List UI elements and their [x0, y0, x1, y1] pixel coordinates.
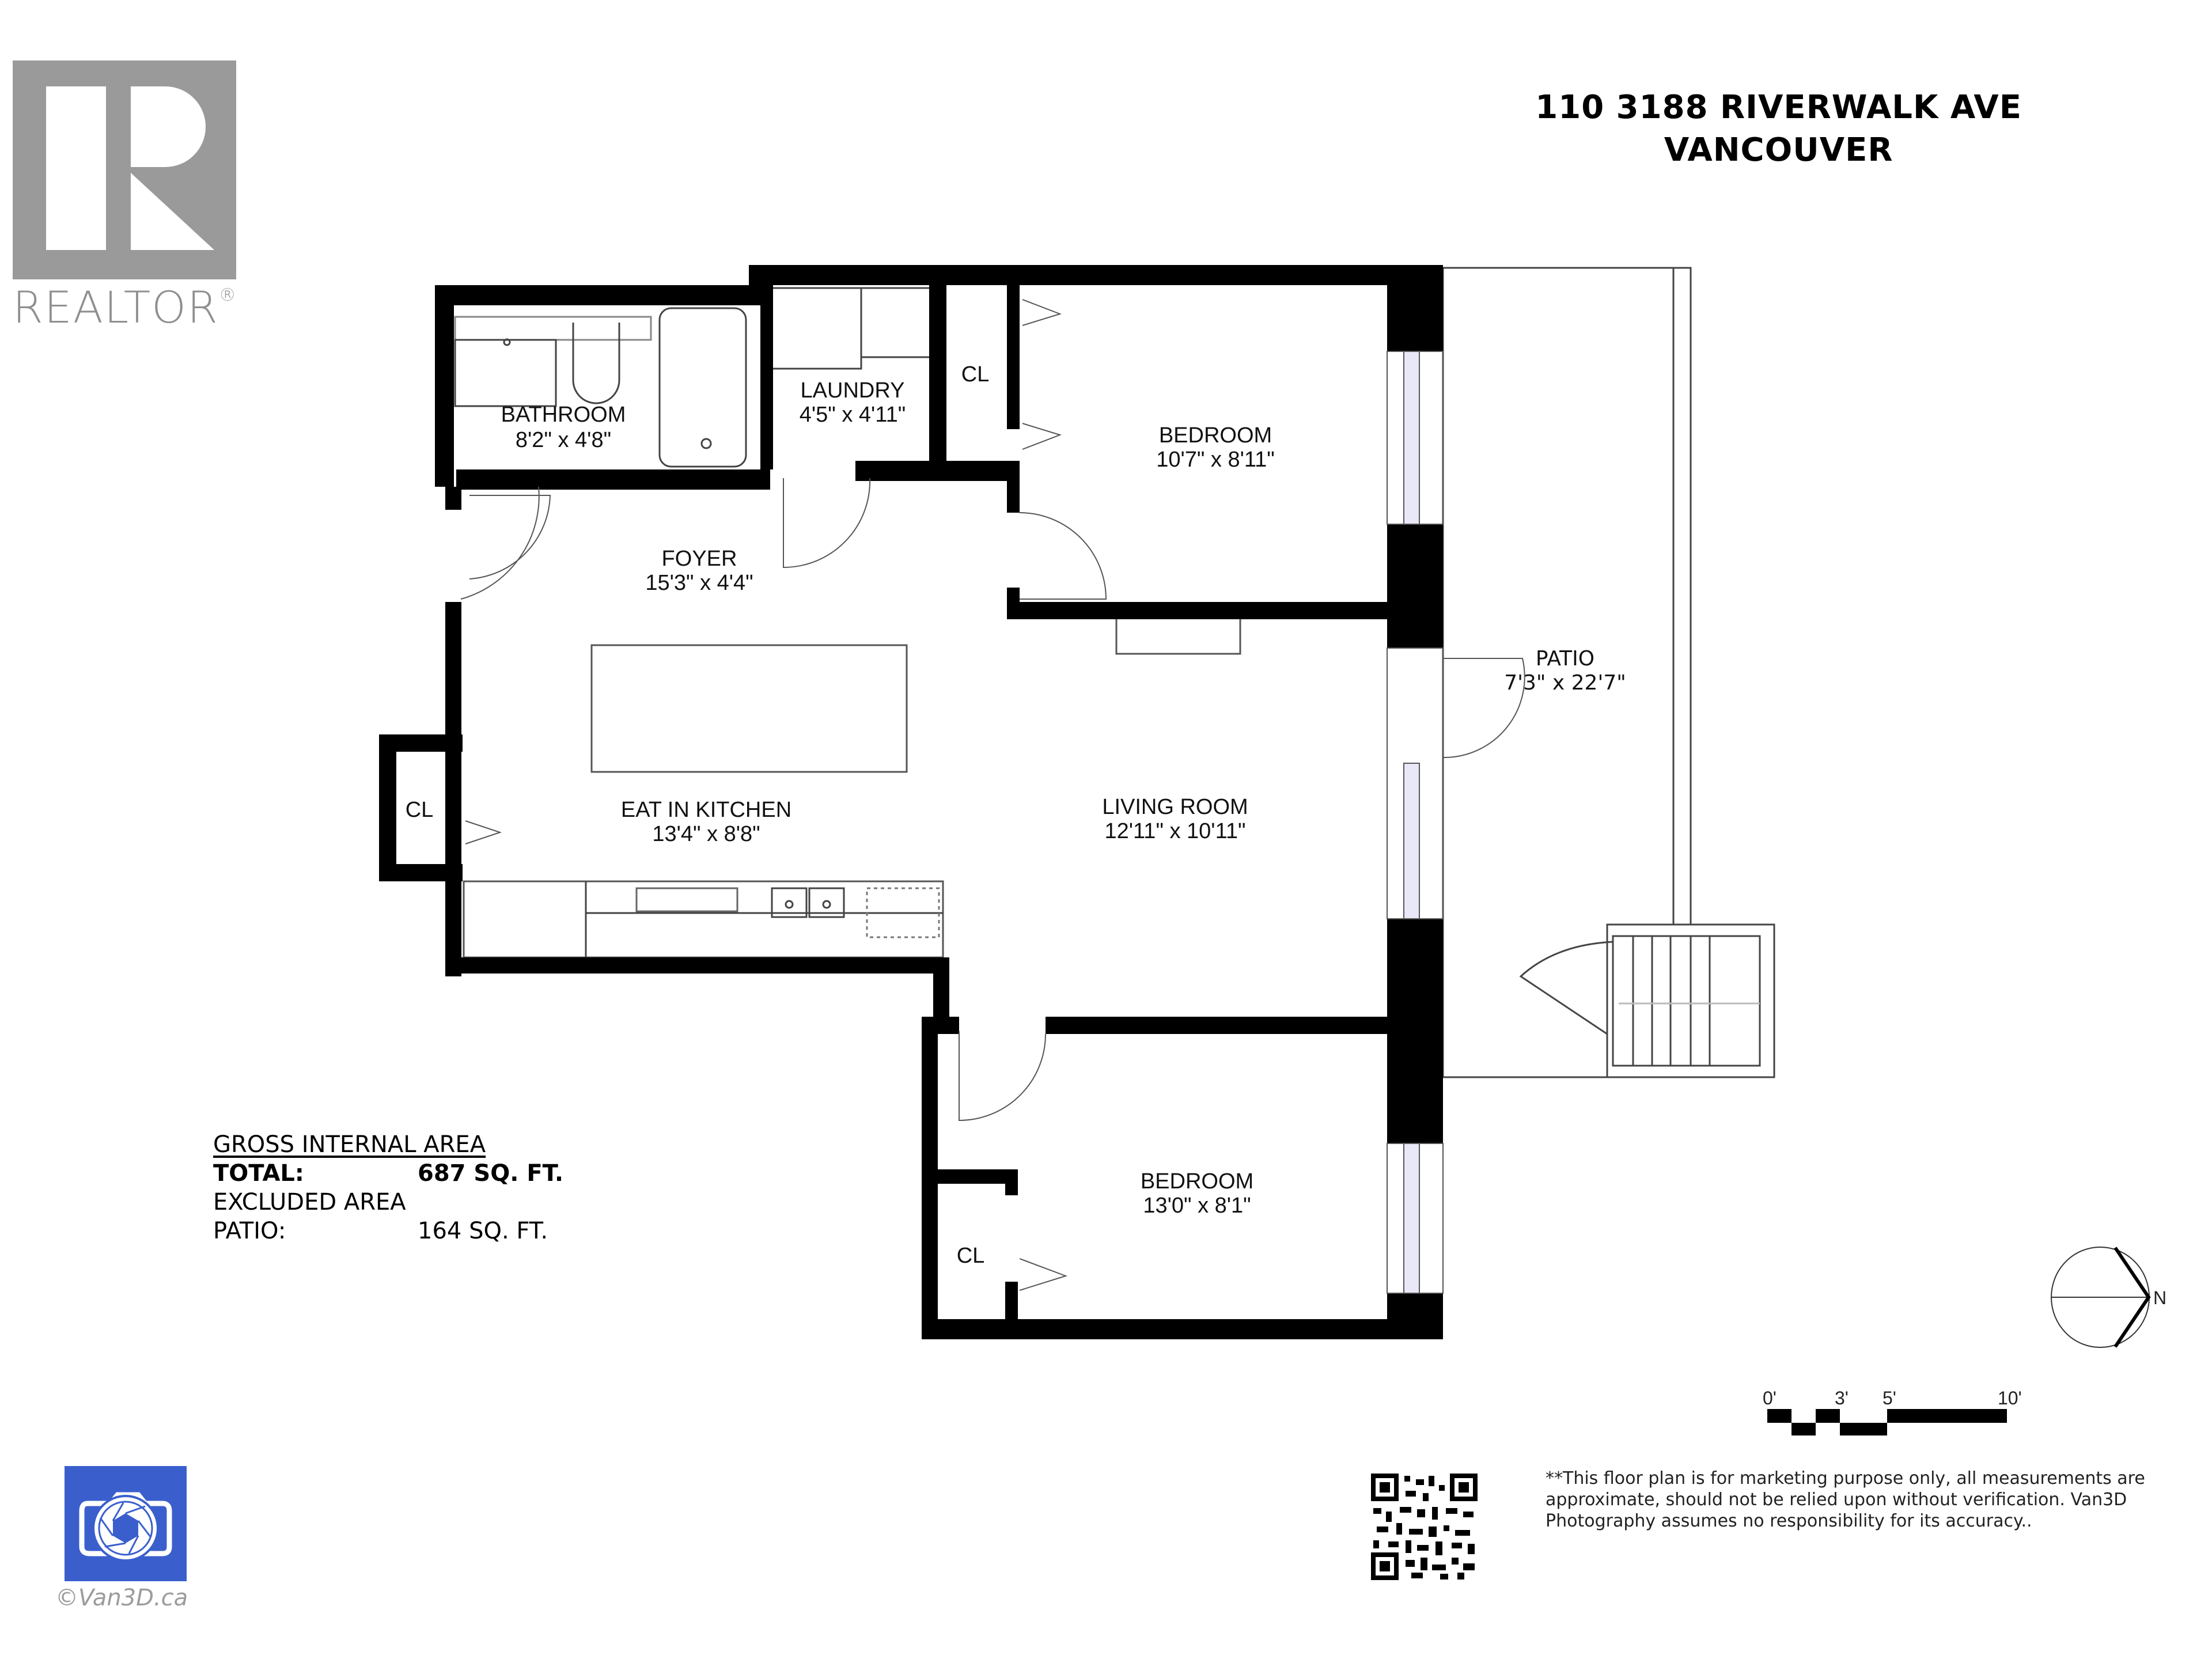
room-dims-living-room: 12'11" x 10'11" [1104, 819, 1245, 843]
realtor-logo: REALTOR® [13, 60, 237, 333]
entry-door-swing [460, 486, 540, 600]
closet-label-bedroom-2: CL [957, 1244, 985, 1268]
total-value: 687 SQ. FT. [418, 1160, 564, 1187]
realtor-wordmark: REALTOR® [13, 282, 237, 333]
gross-area-title: GROSS INTERNAL AREA [213, 1131, 486, 1158]
room-name-bedroom-2: BEDROOM [1141, 1169, 1253, 1194]
scale-bar: 0' 3' 5' 10' [1763, 1388, 2022, 1435]
svg-text:N: N [2153, 1287, 2166, 1308]
room-dims-kitchen: 13'4" x 8'8" [652, 822, 760, 846]
bathroom-door-swing [469, 495, 551, 579]
patio-label: PATIO: [213, 1218, 286, 1244]
scale-tick-3: 3' [1835, 1388, 1849, 1408]
room-dims-foyer: 15'3" x 4'4" [645, 571, 753, 595]
property-address: 110 3188 RIVERWALK AVE VANCOUVER [1535, 86, 2022, 172]
bedroom1-door-swing [1019, 512, 1107, 600]
disclaimer-text: **This floor plan is for marketing purpo… [1546, 1468, 2145, 1531]
excluded-area-title: EXCLUDED AREA [213, 1189, 406, 1215]
room-name-laundry: LAUNDRY [801, 378, 905, 403]
patio-door-swing [1442, 658, 1525, 759]
bedroom2-door-swing [959, 1031, 1046, 1122]
area-summary: GROSS INTERNAL AREA TOTAL: 687 SQ. FT. E… [213, 1130, 563, 1245]
realtor-r-logo-icon [13, 60, 236, 279]
address-line-2: VANCOUVER [1664, 131, 1893, 169]
patio-value: 164 SQ. FT. [418, 1218, 548, 1244]
north-arrow-icon: N [2051, 1247, 2166, 1348]
windows [1403, 351, 1420, 1294]
room-name-bathroom: BATHROOM [501, 403, 626, 427]
patio-area-row: PATIO: 164 SQ. FT. [213, 1217, 563, 1245]
room-dims-patio: 7'3" x 22'7" [1504, 671, 1626, 695]
closet-label-kitchen: CL [406, 798, 434, 822]
camera-aperture-icon [65, 1466, 187, 1581]
scale-tick-5: 5' [1883, 1388, 1896, 1408]
room-dims-bedroom-1: 10'7" x 8'11" [1156, 448, 1275, 472]
scale-tick-0: 0' [1763, 1388, 1777, 1408]
room-dims-bedroom-2: 13'0" x 8'1" [1143, 1194, 1251, 1218]
scale-tick-10: 10' [1998, 1388, 2022, 1408]
walls [379, 265, 1443, 1339]
total-area-row: TOTAL: 687 SQ. FT. [213, 1159, 563, 1188]
total-label: TOTAL: [213, 1160, 304, 1187]
van3d-logo: ©Van3D.ca [55, 1466, 188, 1611]
address-line-1: 110 3188 RIVERWALK AVE [1535, 89, 2022, 126]
room-dims-laundry: 4'5" x 4'11" [800, 403, 906, 427]
laundry-door-swing [783, 478, 871, 569]
room-name-foyer: FOYER [662, 547, 737, 571]
van3d-copyright: ©Van3D.ca [55, 1585, 188, 1611]
room-dims-bathroom: 8'2" x 4'8" [516, 428, 611, 452]
room-name-kitchen: EAT IN KITCHEN [621, 798, 791, 822]
room-name-patio: PATIO [1536, 647, 1594, 671]
qr-code-icon [1371, 1474, 1478, 1580]
closet-label-laundry: CL [961, 362, 990, 387]
room-name-living-room: LIVING ROOM [1102, 795, 1248, 819]
room-name-bedroom-1: BEDROOM [1159, 423, 1272, 448]
